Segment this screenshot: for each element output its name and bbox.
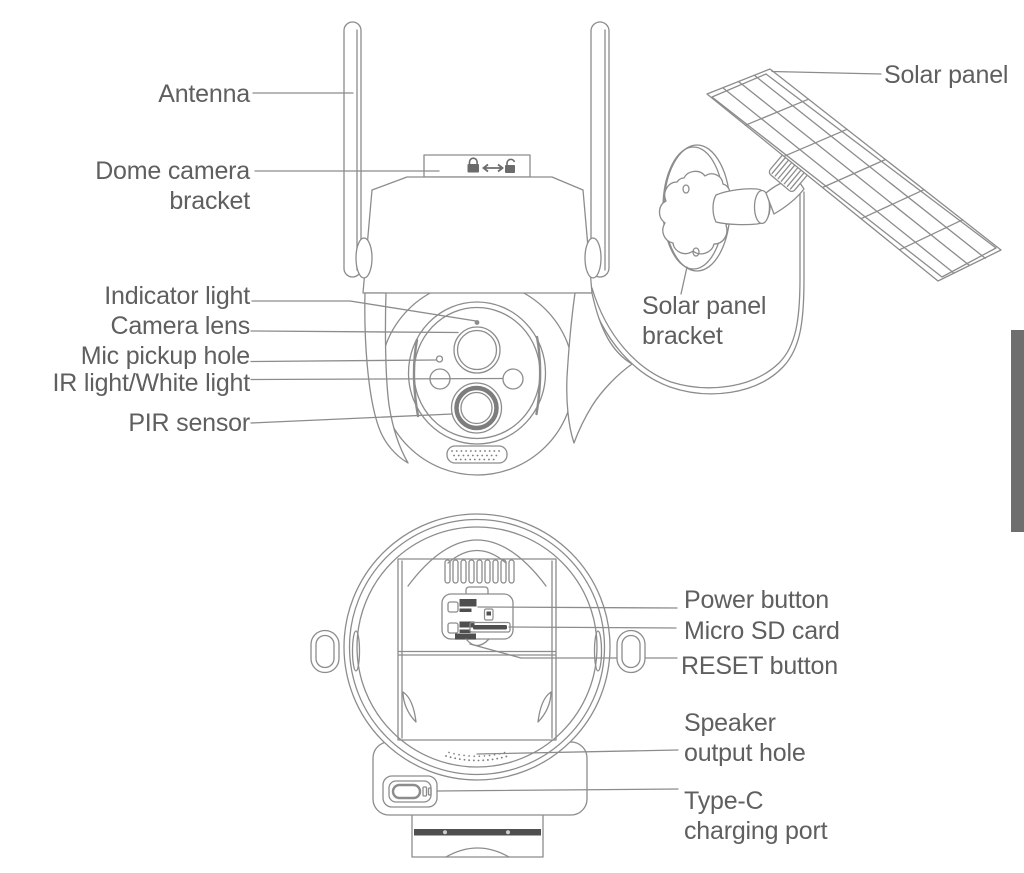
label-camera-lens: Camera lens [110, 312, 250, 340]
label-power-button: Power button [684, 586, 829, 614]
label-speaker-output-hole: Speaker output hole [684, 709, 806, 767]
inner-wing-right [537, 691, 552, 723]
antenna-left [343, 21, 362, 278]
dome-camera-bracket [423, 154, 531, 178]
label-pir-sensor: PIR sensor [128, 409, 250, 437]
type-c-charging-port [382, 775, 438, 808]
side-slot-left [351, 630, 361, 672]
camera-front-view [343, 21, 633, 476]
head-arm-right [566, 292, 633, 444]
leader-lines [250, 70, 882, 792]
side-slot-right [593, 630, 603, 672]
antenna-hinge-right [584, 237, 602, 279]
camera-lens [453, 326, 501, 374]
mic-pickup-hole [435, 355, 444, 363]
bracket-screw-hole [682, 184, 690, 194]
battery-panel [397, 539, 557, 741]
head-arm-left [364, 292, 409, 464]
reset-button [447, 621, 476, 640]
label-reset-button: RESET button [681, 652, 838, 680]
pir-sensor [450, 382, 503, 434]
control-compartment [441, 586, 514, 647]
page-edge-tab [1011, 330, 1024, 532]
solar-panel [706, 68, 1002, 282]
solar-panel-assembly [587, 68, 1002, 395]
solar-cable [587, 191, 805, 395]
power-button [447, 599, 477, 613]
label-antenna: Antenna [158, 80, 250, 108]
camera-bottom-view [310, 513, 678, 858]
mounting-ear-left [310, 629, 340, 674]
double-arrow-icon [482, 163, 504, 173]
ir-white-light-right [502, 368, 524, 390]
label-dome-camera-bracket: Dome camera bracket [95, 157, 250, 215]
open-padlock-icon [505, 158, 516, 173]
front-speaker-grille [446, 445, 508, 464]
inner-wing-left [402, 691, 417, 723]
solar-bracket-arm [712, 151, 810, 226]
sd-card-icon [483, 608, 494, 621]
label-mic-pickup-hole: Mic pickup hole [80, 342, 251, 370]
vent-slots [444, 559, 515, 584]
label-solar-panel-bracket: Solar panel bracket [642, 292, 767, 350]
antenna-right [590, 21, 610, 278]
label-micro-sd-card: Micro SD card [684, 617, 840, 645]
closed-padlock-icon [467, 157, 479, 173]
mounting-ear-right [616, 629, 646, 674]
antenna-hinge-left [355, 237, 373, 279]
label-indicator-light: Indicator light [104, 282, 250, 310]
camera-head [362, 176, 593, 294]
label-solar-panel: Solar panel [884, 61, 1009, 89]
label-type-c-charging-port: Type-C charging port [684, 787, 828, 845]
label-ir-white-light: IR light/White light [52, 369, 251, 397]
bracket-screw-hole [692, 247, 700, 257]
solar-panel-bracket-plate [658, 144, 734, 272]
bracket-knuckle [658, 170, 734, 255]
